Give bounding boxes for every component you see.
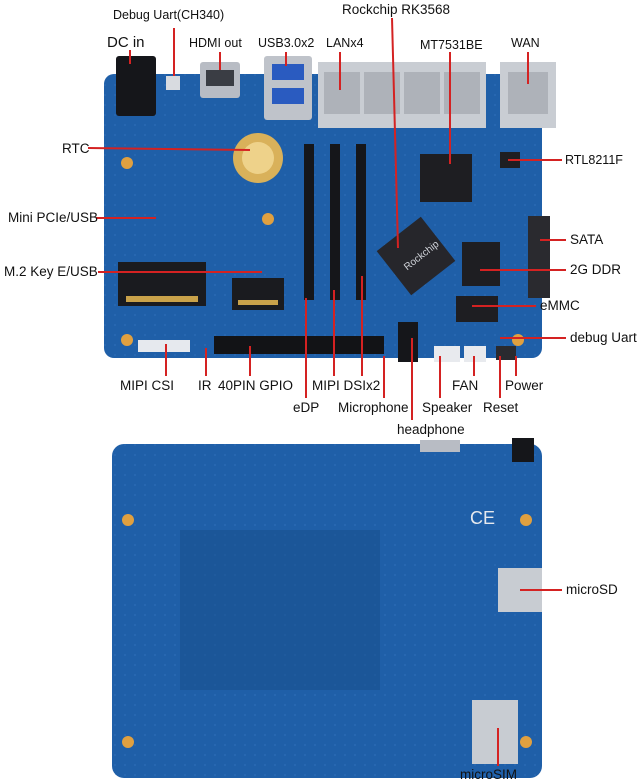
label-emmc: eMMC [540, 298, 580, 313]
switch-chip [420, 154, 472, 202]
leader-rtc [87, 147, 251, 151]
label-wan: WAN [511, 36, 540, 50]
label-rtc: RTC [62, 141, 90, 156]
label-sata: SATA [570, 232, 604, 247]
label-fan: FAN [452, 378, 479, 393]
gpio-header [214, 336, 384, 354]
label-microsim: microSIM [460, 767, 517, 782]
label-mipi-dsi: MIPI DSIx2 [312, 378, 381, 393]
microsim-slot [472, 700, 518, 764]
label-debug-uart-ch340: Debug Uart(CH340) [113, 8, 225, 22]
soc-chip [376, 216, 456, 296]
label-microsd: microSD [566, 582, 618, 597]
dc-jack [116, 56, 156, 116]
label-lan: LANx4 [326, 36, 364, 50]
label-headphone: headphone [397, 422, 465, 437]
label-gpio: 40PIN GPIO [218, 378, 294, 393]
label-dc-in: DC in [107, 34, 145, 51]
label-hdmi-out: HDMI out [189, 36, 242, 50]
board-front: Rockchip [104, 56, 556, 362]
label-usb30: USB3.0x2 [258, 36, 315, 50]
leader-rockchip [391, 17, 399, 249]
label-rockchip: Rockchip RK3568 [342, 2, 451, 17]
label-debug-uart: debug Uart [570, 330, 637, 345]
label-ddr: 2G DDR [570, 262, 622, 277]
label-reset: Reset [483, 400, 519, 415]
label-mipi-csi: MIPI CSI [120, 378, 175, 393]
label-m2-key: M.2 Key E/USB [4, 264, 98, 279]
label-edp: eDP [293, 400, 320, 415]
label-microphone: Microphone [338, 400, 409, 415]
leader-lines [87, 17, 566, 766]
emmc-chip [456, 296, 498, 322]
label-mt7531be: MT7531BE [420, 38, 483, 52]
svg-text:CE: CE [470, 508, 495, 528]
ddr-chip [462, 242, 500, 286]
label-ir: IR [198, 378, 212, 393]
m2-slot [232, 278, 284, 310]
board-back: CE [112, 438, 542, 778]
sata-connector [528, 216, 550, 298]
label-mini-pcie: Mini PCIe/USB [8, 210, 99, 225]
label-speaker: Speaker [422, 400, 473, 415]
label-rtl8211f: RTL8211F [565, 153, 623, 167]
label-power: Power [505, 378, 544, 393]
